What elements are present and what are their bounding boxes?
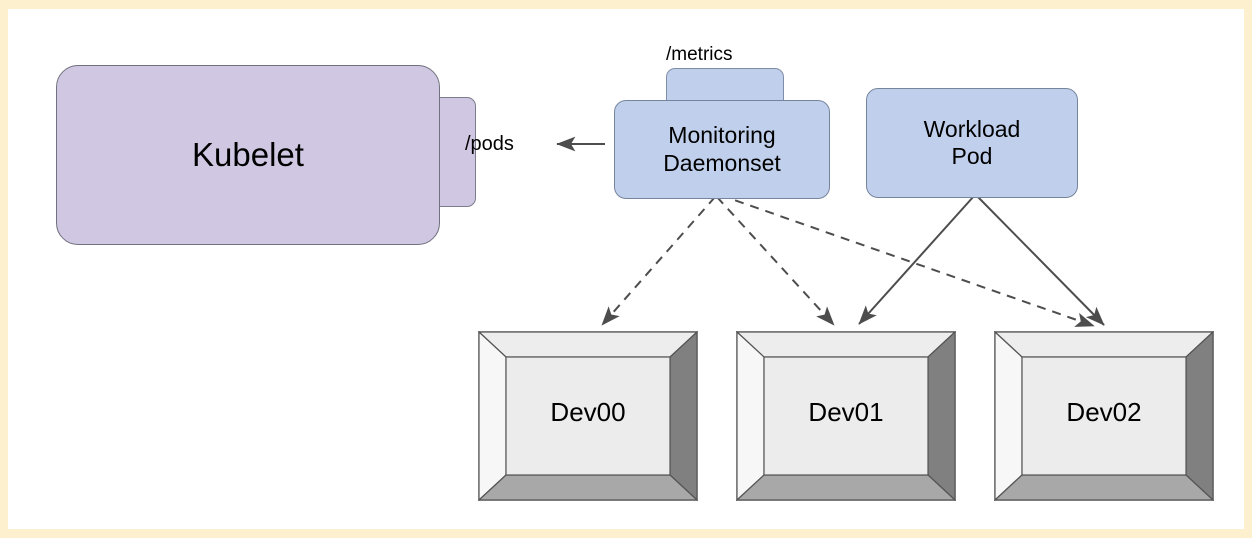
node-dev01[interactable]: Dev01 xyxy=(736,331,956,501)
dev00-shape xyxy=(478,331,698,501)
node-dev00[interactable]: Dev00 xyxy=(478,331,698,501)
edge-label-pods: /pods xyxy=(465,133,514,155)
node-monitoring-daemonset[interactable]: /metrics Monitoring Daemonset xyxy=(608,44,830,199)
edge-daemonset-dev02 xyxy=(719,194,1095,327)
daemonset-label: Monitoring Daemonset xyxy=(663,122,781,176)
workload-pod-body: Workload Pod xyxy=(866,88,1078,198)
edge-daemonset-dev00 xyxy=(601,196,716,326)
kubelet-label: Kubelet xyxy=(192,135,304,173)
dev01-shape xyxy=(736,331,956,501)
kubelet-body: Kubelet xyxy=(56,65,440,245)
node-workload-pod[interactable]: Workload Pod xyxy=(866,88,1078,198)
node-dev02[interactable]: Dev02 xyxy=(994,331,1214,501)
diagram-canvas: Kubelet /pods /metrics Monitoring Daemon… xyxy=(8,9,1244,529)
node-kubelet[interactable]: Kubelet xyxy=(56,57,476,247)
dev02-shape xyxy=(994,331,1214,501)
workload-pod-label: Workload Pod xyxy=(923,115,1021,169)
daemonset-body: Monitoring Daemonset xyxy=(614,100,830,199)
daemonset-metrics-label: /metrics xyxy=(666,44,733,65)
edge-daemonset-dev01 xyxy=(716,196,835,326)
edge-workload-dev01 xyxy=(858,195,975,325)
edge-workload-dev02 xyxy=(976,195,1105,326)
